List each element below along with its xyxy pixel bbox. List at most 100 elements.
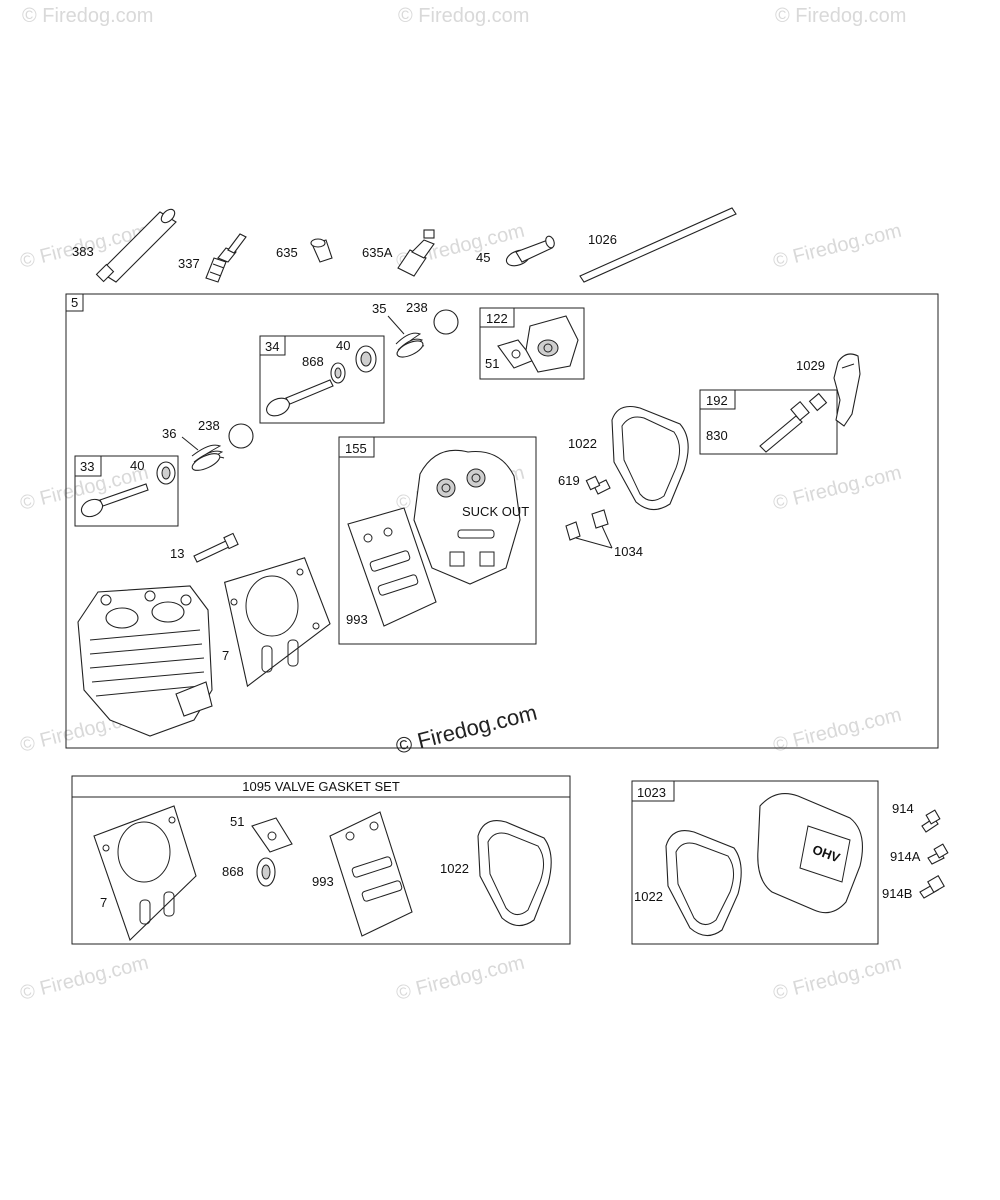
watermark-text: © Firedog.com [22,5,153,27]
part-label: 1029 [796,358,825,373]
part-122-breather-assembly[interactable] [525,315,579,373]
part-619-screw[interactable] [585,475,611,495]
part-label: 13 [170,546,184,561]
top-row-parts: 383 337 635 635A 45 [72,207,737,283]
part-993-breather-gasket[interactable] [347,507,437,627]
part-label: 868 [222,864,244,879]
frame-34-tag [259,335,286,356]
part-label: 7 [100,895,107,910]
part-label: 868 [302,354,324,369]
part-7-head-gasket[interactable] [218,552,335,691]
watermark-text: © Firedog.com [394,952,527,1005]
part-label: 914 [892,801,914,816]
part-914A-screw[interactable] [927,843,949,865]
part-label: 7 [222,648,229,663]
frame-192-tag [699,389,736,410]
part-cylinder-head[interactable] [77,585,213,737]
part-868-valve-seal[interactable] [256,857,276,887]
frame-1023 [631,780,879,945]
gasket-mark-text: SUCK OUT [462,504,529,519]
part-label: 337 [178,256,200,271]
frame-122 [479,307,585,380]
frame-1095-valve-gasket-set [71,775,571,945]
frame-34 [259,335,385,424]
part-383-tube[interactable] [95,207,178,283]
part-label: 51 [230,814,244,829]
part-7-head-gasket[interactable] [93,805,197,941]
part-1034-clips[interactable] [565,509,613,549]
watermark-text: © Firedog.com [771,952,904,1005]
part-155-rocker-cover-gasket-plate[interactable]: SUCK OUT [413,449,529,585]
part-40-valve-retainer[interactable] [156,461,176,485]
part-868-valve-seal[interactable] [330,362,346,384]
part-label: 914B [882,886,912,901]
part-label: 1022 [440,861,469,876]
part-635A-boot[interactable] [397,229,435,277]
part-label: 1026 [588,232,617,247]
part-914B-screw[interactable] [919,875,945,899]
part-label: 1022 [568,436,597,451]
frame-5-tag [65,293,84,312]
frame-155-tag [338,436,375,458]
part-label: 635A [362,245,393,260]
part-34-exhaust-valve[interactable] [264,379,334,419]
part-label: 40 [130,458,144,473]
frame-155-number: 155 [345,441,367,456]
part-label: 51 [485,356,499,371]
part-51-breather-gasket[interactable] [251,817,293,853]
part-1029-rocker-arm[interactable] [833,353,861,427]
part-label: 993 [312,874,334,889]
part-label: 993 [346,612,368,627]
part-36-valve-spring[interactable] [190,444,225,474]
frame-1023-number: 1023 [637,785,666,800]
frame-192 [699,389,838,455]
watermark-text: © Firedog.com [771,220,904,273]
part-label: 40 [336,338,350,353]
frame-122-tag [479,307,515,328]
watermark-text: © Firedog.com [775,5,906,27]
part-label: 1034 [614,544,643,559]
frame-122-number: 122 [486,311,508,326]
frame-192-number: 192 [706,393,728,408]
part-label: 635 [276,245,298,260]
part-238-spring-cap[interactable] [433,309,459,335]
watermark-copyright: © Firedog.com [393,700,539,759]
part-830-rocker-stud[interactable] [759,392,828,453]
part-label: 619 [558,473,580,488]
part-label: 35 [372,301,386,316]
frame-33-number: 33 [80,459,94,474]
part-label: 1022 [634,889,663,904]
leader-line [181,436,199,451]
watermark-text: © Firedog.com [18,952,151,1005]
watermark-text: © Firedog.com [771,704,904,757]
part-40-valve-retainer[interactable] [355,345,377,373]
part-1022-rocker-cover-gasket[interactable] [477,820,552,927]
frame-33 [74,455,179,527]
part-label: 238 [198,418,220,433]
part-993-breather-gasket[interactable] [329,811,413,937]
part-1023-rocker-cover[interactable]: OHV [757,793,863,914]
part-1026-push-rod[interactable] [579,207,737,283]
frame-155 [338,436,537,645]
part-45-tappet[interactable] [504,235,555,269]
part-1022-rocker-cover-gasket[interactable] [611,405,689,511]
part-33-intake-valve[interactable] [79,483,149,520]
part-label: 383 [72,244,94,259]
part-635-cap[interactable] [310,238,333,263]
frame-5-number: 5 [71,295,78,310]
part-label: 914A [890,849,921,864]
watermark-text: © Firedog.com [771,462,904,515]
part-label: 238 [406,300,428,315]
part-35-valve-spring[interactable] [395,332,425,360]
part-label: 36 [162,426,176,441]
part-13-head-bolt[interactable] [193,532,239,563]
part-337-spark-plug[interactable] [205,233,247,283]
part-914-screw[interactable] [921,809,941,833]
part-1022-rocker-cover-gasket[interactable] [665,830,742,937]
frame-34-number: 34 [265,339,279,354]
part-238-spring-cap[interactable] [228,423,254,449]
watermark-text: © Firedog.com [398,5,529,27]
frame-33-tag [74,455,102,477]
